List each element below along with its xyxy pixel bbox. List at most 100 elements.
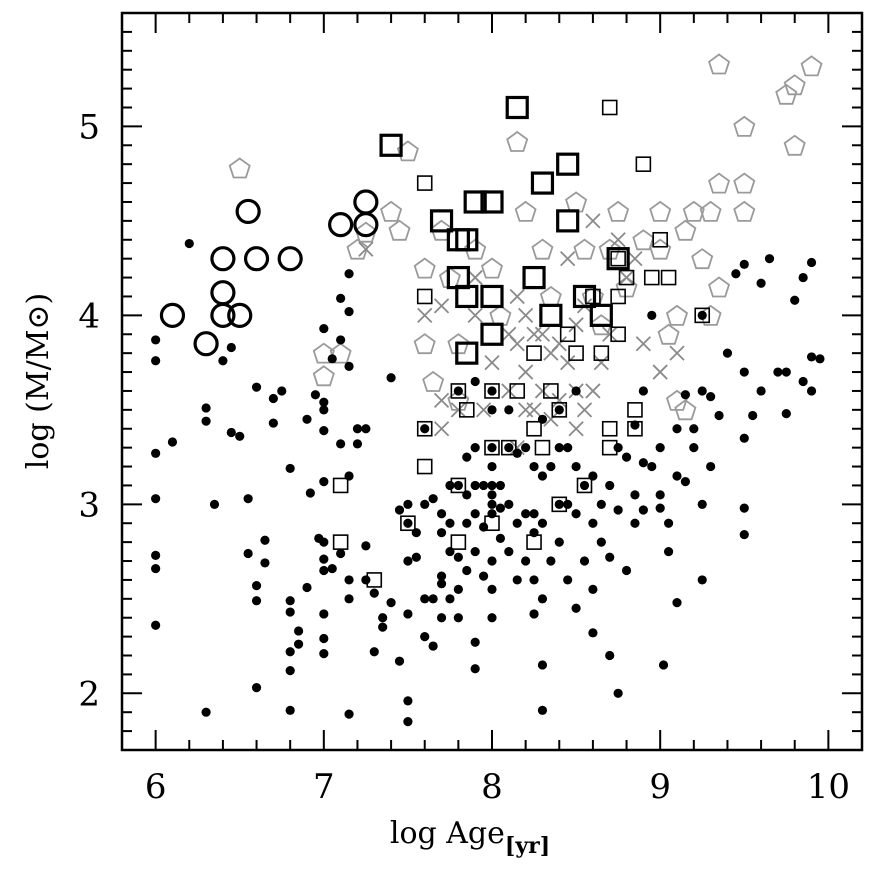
data-point-dot (386, 373, 396, 383)
data-point-dot (428, 594, 438, 604)
data-point-dot (428, 641, 438, 651)
data-point-dot (806, 257, 817, 268)
data-point-dot (689, 443, 699, 453)
data-point-large-square (556, 152, 580, 176)
data-point-dot (504, 499, 514, 509)
data-point-small-square (643, 269, 660, 286)
data-point-dot (512, 448, 522, 458)
data-point-dot (336, 335, 346, 345)
data-point-dot (403, 518, 413, 528)
data-point-cross (484, 354, 500, 371)
data-point-dot (293, 626, 304, 636)
data-point-pentagon (514, 200, 537, 222)
data-point-pentagon (489, 304, 512, 326)
data-point-dot (537, 594, 548, 604)
data-point-dot (613, 688, 623, 698)
data-point-cross (501, 383, 517, 399)
data-point-dot (487, 556, 497, 566)
data-point-dot (605, 650, 615, 661)
data-point-dot (302, 414, 312, 424)
data-point-dot (647, 461, 657, 472)
data-point-dot (369, 647, 379, 657)
data-point-dot (504, 546, 514, 557)
data-point-dot (487, 499, 497, 509)
data-point-dot (554, 537, 564, 547)
data-point-dot (285, 596, 295, 606)
data-point-pentagon (531, 238, 554, 260)
data-point-dot (319, 649, 329, 659)
data-point-dot (487, 584, 497, 594)
data-point-dot (563, 575, 573, 585)
data-point-pentagon (539, 285, 562, 307)
data-point-dot (394, 505, 405, 515)
x-axis-label-subscript: [yr] (505, 833, 550, 859)
data-point-circle (227, 302, 253, 328)
data-point-dot (319, 405, 329, 415)
data-point-small-square (450, 534, 467, 550)
data-point-dot (151, 448, 161, 458)
data-point-dot (336, 548, 346, 559)
data-point-pentagon (733, 200, 756, 222)
data-point-dot (672, 424, 682, 434)
data-point-large-square (589, 303, 613, 327)
data-point-dot (697, 386, 707, 396)
data-point-dot (403, 609, 413, 619)
data-point-small-square (458, 402, 475, 418)
data-point-cross (450, 402, 467, 418)
data-point-dot (596, 537, 606, 547)
data-point-dot (546, 556, 556, 566)
data-point-large-square (505, 95, 529, 120)
data-point-circle (353, 212, 379, 238)
data-point-large-square (480, 284, 504, 309)
data-point-dot (781, 409, 791, 419)
data-point-dot (453, 552, 463, 562)
data-point-dot (563, 499, 573, 509)
data-point-dot (638, 386, 648, 396)
data-point-large-square (455, 341, 479, 365)
data-point-cross (517, 402, 534, 418)
data-point-small-square (534, 439, 551, 456)
data-point-small-square (416, 175, 433, 191)
data-point-small-square (694, 307, 711, 324)
data-point-small-square (332, 477, 349, 494)
data-point-large-square (455, 228, 479, 252)
data-point-small-square (610, 250, 626, 267)
data-point-dot (756, 278, 766, 288)
data-point-dot (403, 556, 413, 566)
data-point-dot (739, 529, 749, 540)
data-point-cross (467, 269, 483, 286)
data-point-dot (706, 392, 716, 402)
data-point-pentagon (775, 83, 798, 105)
data-point-dot (790, 295, 800, 305)
data-point-dot (748, 410, 758, 421)
data-point-cross (669, 345, 685, 361)
data-point-pentagon (800, 55, 823, 77)
data-point-dot (806, 352, 817, 362)
data-point-small-square (601, 420, 618, 437)
data-point-dot (655, 503, 665, 513)
data-point-pentagon (346, 238, 369, 260)
data-point-dot (512, 575, 522, 585)
data-point-dot (613, 505, 623, 515)
data-point-cross (517, 307, 534, 323)
data-point-dot (184, 238, 194, 249)
data-point-dot (529, 609, 539, 619)
data-point-small-square (416, 288, 433, 305)
data-point-dot (319, 537, 329, 547)
data-point-dot (554, 405, 564, 415)
data-point-pentagon (708, 172, 731, 194)
data-point-dot (731, 269, 741, 279)
data-point-cross (568, 421, 584, 437)
x-tick-label: 6 (145, 767, 167, 807)
data-point-small-square (593, 345, 610, 361)
data-point-pentagon (329, 342, 352, 364)
data-point-dot (739, 433, 749, 443)
data-point-dot (470, 664, 480, 674)
data-point-dot (663, 546, 674, 557)
data-point-dot (487, 405, 497, 415)
data-point-dot (420, 499, 430, 509)
data-point-dot (487, 480, 497, 491)
data-point-small-square (601, 99, 618, 116)
